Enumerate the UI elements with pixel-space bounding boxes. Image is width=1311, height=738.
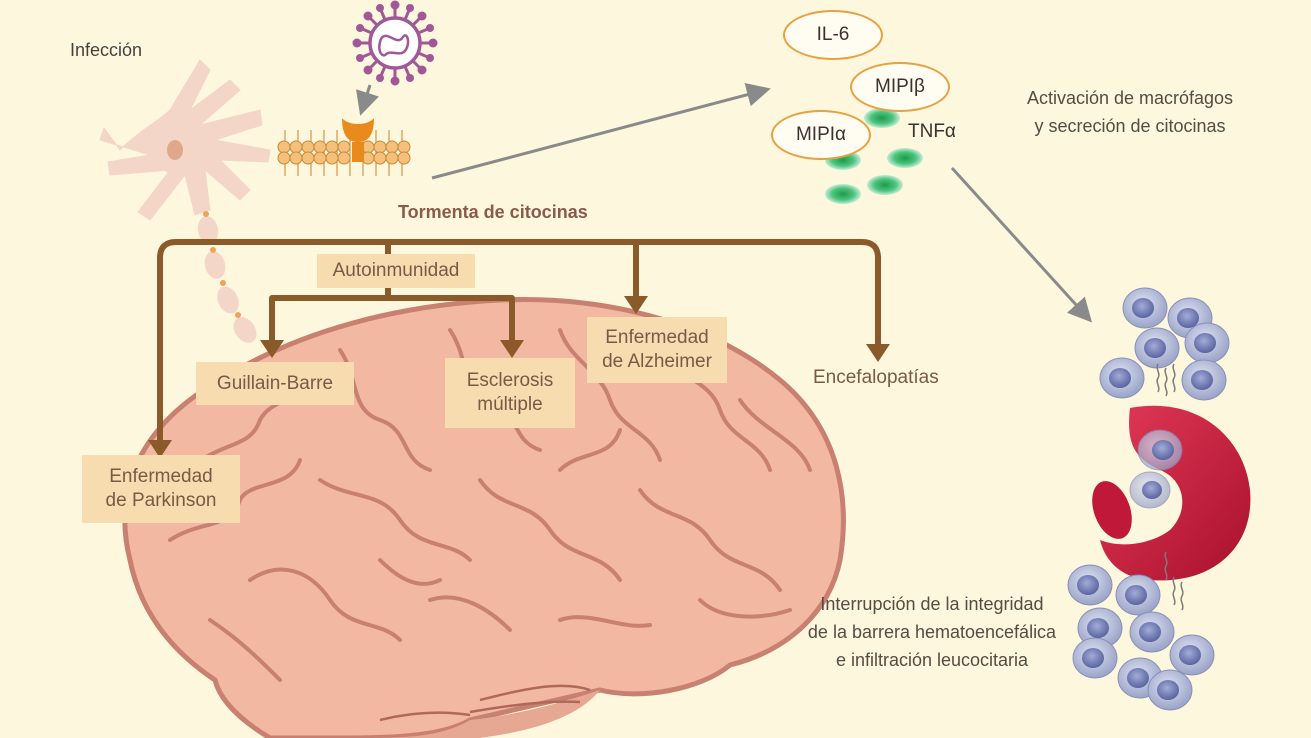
parkinson-line-2: de Parkinson	[105, 490, 217, 511]
alzheimer-line-2: de Alzheimer	[602, 351, 712, 372]
autoimmunity-label: Autoinmunidad	[332, 260, 460, 281]
virus-arrow	[356, 84, 379, 116]
multiple-sclerosis-box: Esclerosis múltiple	[445, 358, 575, 428]
parkinson-line-1: Enfermedad	[109, 466, 213, 487]
cytokine-storm-label: Tormenta de citocinas	[398, 202, 588, 222]
alzheimer-line-1: Enfermedad	[605, 327, 709, 348]
macrophage-line-2: y secreción de citocinas	[1034, 116, 1226, 136]
arrow-to-cytokines	[431, 82, 771, 180]
virus-icon	[352, 0, 438, 86]
barrier-line-1: Interrupción de la integridad	[820, 594, 1044, 614]
neuron	[99, 59, 271, 343]
mip1b-label: MIPIβ	[875, 76, 925, 97]
autoimmunity-box: Autoinmunidad	[317, 254, 475, 288]
macrophage-line-1: Activación de macrófagos	[1026, 88, 1234, 108]
sclerosis-line-1: Esclerosis	[466, 370, 554, 391]
guillain-barre-label: Guillain-Barre	[216, 372, 334, 394]
mip1b-oval: MIPIβ	[850, 62, 950, 112]
sclerosis-line-2: múltiple	[477, 394, 543, 415]
storm-arrowheads	[148, 296, 890, 458]
mip1a-label: MIPIα	[795, 124, 847, 145]
mip1a-oval: MIPIα	[771, 110, 871, 160]
vessel-squiggles	[1156, 363, 1184, 611]
cell-membrane	[277, 118, 411, 176]
barrier-disruption-label: Interrupción de la integridad de la barr…	[782, 590, 1082, 674]
brain	[122, 297, 846, 738]
encephalopathies-label: Encefalopatías	[813, 367, 939, 388]
leukocytes	[1067, 287, 1230, 711]
cytokine-particles	[825, 108, 923, 204]
alzheimer-box: Enfermedad de Alzheimer	[587, 317, 727, 383]
guillain-barre-box: Guillain-Barre	[196, 362, 354, 405]
receptor	[342, 118, 374, 162]
il6-oval: IL-6	[783, 10, 883, 60]
il6-label: IL-6	[816, 24, 850, 45]
infection-label: Infección	[70, 40, 143, 60]
barrier-line-3: e infiltración leucocitaria	[835, 650, 1029, 670]
macrophage-activation-label: Activación de macrófagos y secreción de …	[1010, 84, 1250, 140]
tnfa-label: TNFα	[908, 121, 956, 142]
barrier-line-2: de la barrera hematoencefálica	[807, 622, 1057, 642]
parkinson-box: Enfermedad de Parkinson	[82, 455, 240, 523]
arrow-to-barrier	[950, 166, 1093, 323]
